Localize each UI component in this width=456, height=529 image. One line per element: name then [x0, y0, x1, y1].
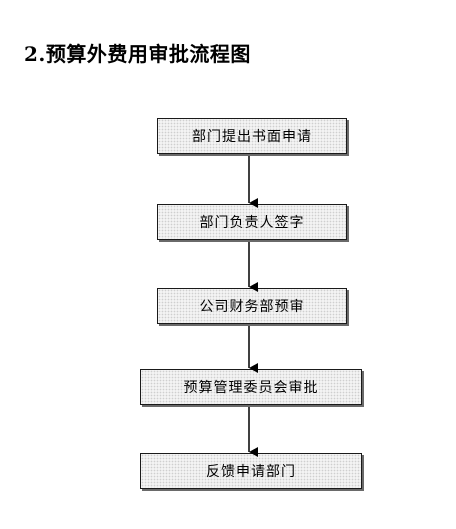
flow-step-department-head-signature: 部门负责人签字 [157, 204, 347, 240]
flow-step-finance-pre-review: 公司财务部预审 [157, 288, 347, 324]
flow-step-budget-committee-approval: 预算管理委员会审批 [140, 369, 362, 405]
page-title: 2.预算外费用审批流程图 [24, 42, 251, 66]
flow-step-feedback-to-department: 反馈申请部门 [140, 453, 362, 489]
flow-step-submit-written-application: 部门提出书面申请 [157, 118, 347, 154]
